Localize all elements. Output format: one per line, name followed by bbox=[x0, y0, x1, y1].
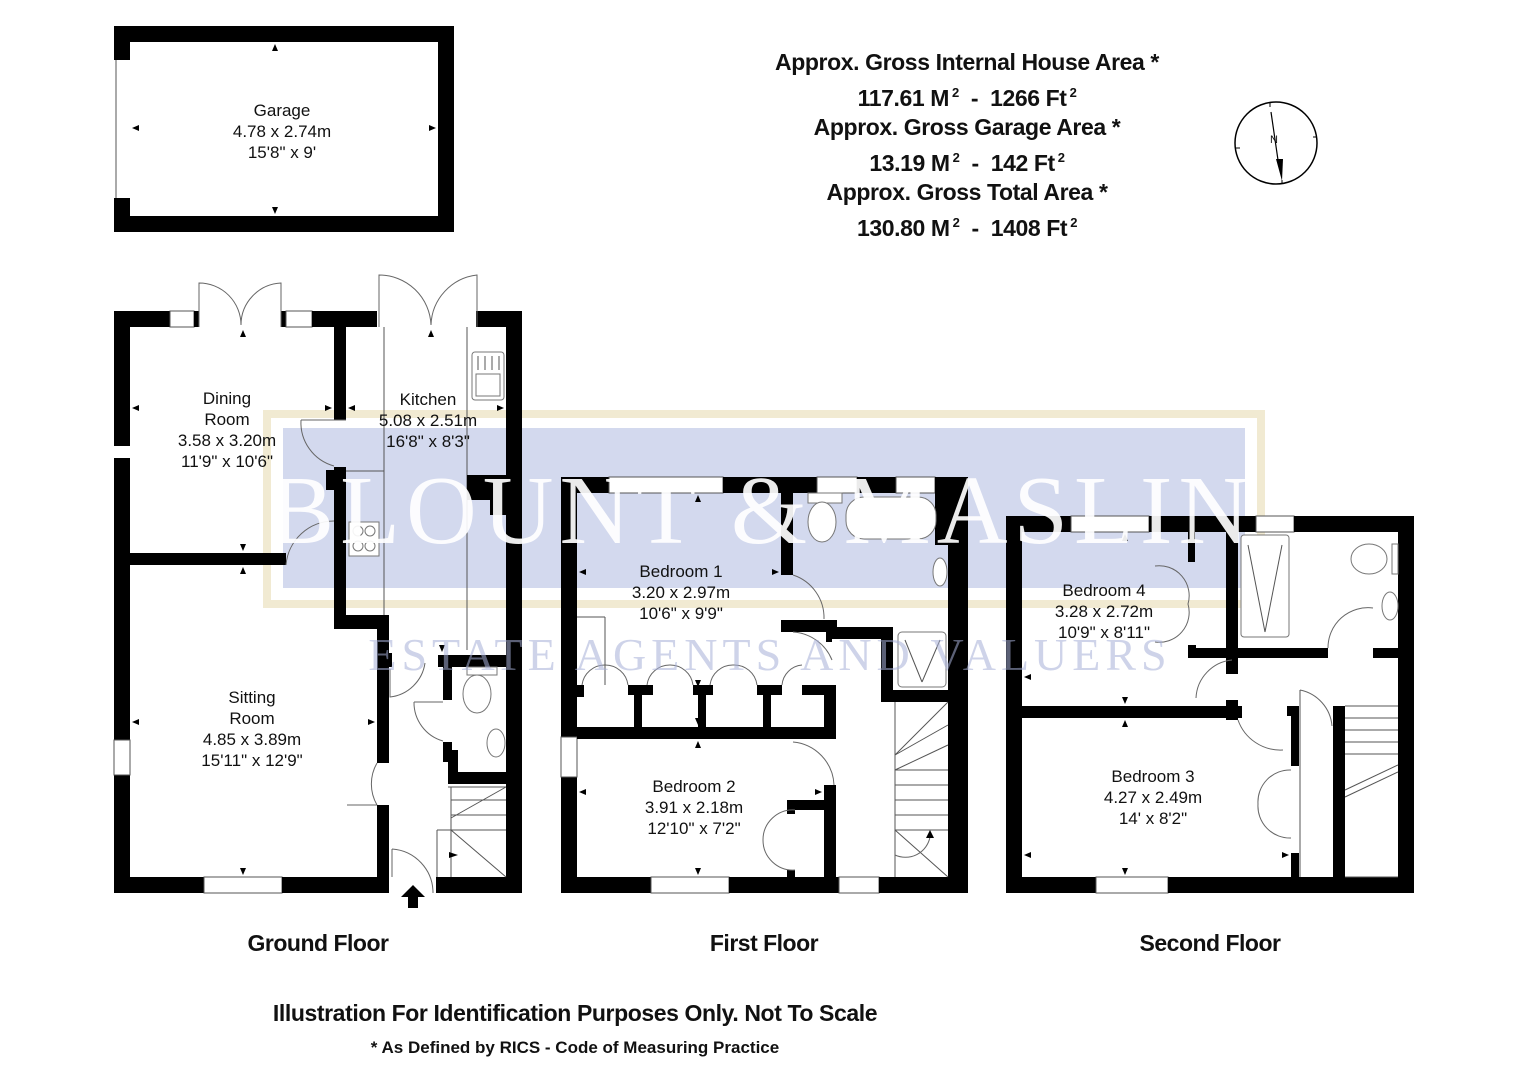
second-floor-plan bbox=[1006, 515, 1414, 894]
disclaimer-text: Illustration For Identification Purposes… bbox=[272, 1000, 878, 1026]
garage-plan bbox=[114, 26, 454, 232]
room-label-bedroom-3: Bedroom 3 4.27 x 2.49m 14' x 8'2" bbox=[1103, 767, 1203, 828]
floor-label-ground: Ground Floor bbox=[247, 930, 389, 956]
total-area-label: Approx. Gross Total Area * bbox=[826, 179, 1108, 205]
garage-area-label: Approx. Gross Garage Area * bbox=[813, 114, 1121, 140]
room-label-garage: Garage 4.78 x 2.74m 15'8" x 9' bbox=[232, 101, 332, 162]
north-compass-icon bbox=[1234, 101, 1318, 185]
watermark-panel bbox=[263, 410, 1265, 608]
floor-label-second: Second Floor bbox=[1139, 930, 1281, 956]
watermark-brand-name: BLOUNT & MASLIN bbox=[268, 457, 1256, 565]
room-label-dining-room: Dining Room 3.58 x 3.20m 11'9" x 10'6" bbox=[177, 389, 277, 471]
room-label-sitting-room: Sitting Room 4.85 x 3.89m 15'11" x 12'9" bbox=[201, 688, 303, 770]
watermark-subtitle: ESTATE AGENTS AND VALUERS bbox=[368, 629, 1172, 680]
house-area-label: Approx. Gross Internal House Area * bbox=[775, 49, 1159, 75]
room-label-kitchen: Kitchen 5.08 x 2.51m 16'8" x 8'3" bbox=[378, 390, 478, 451]
room-label-bedroom-4: Bedroom 4 3.28 x 2.72m 10'9" x 8'11" bbox=[1054, 581, 1154, 642]
floor-label-first: First Floor bbox=[709, 930, 819, 956]
room-label-bedroom-2: Bedroom 2 3.91 x 2.18m 12'10" x 7'2" bbox=[644, 777, 744, 838]
area-summary: Approx. Gross Internal House Area * 117.… bbox=[775, 48, 1159, 243]
compass-north-label: N bbox=[1270, 134, 1278, 146]
first-floor-plan bbox=[560, 476, 968, 894]
room-label-bedroom-1: Bedroom 1 3.20 x 2.97m 10'6" x 9'9" bbox=[631, 562, 731, 623]
ground-floor-plan bbox=[113, 274, 522, 908]
rics-note: * As Defined by RICS - Code of Measuring… bbox=[370, 1038, 780, 1057]
